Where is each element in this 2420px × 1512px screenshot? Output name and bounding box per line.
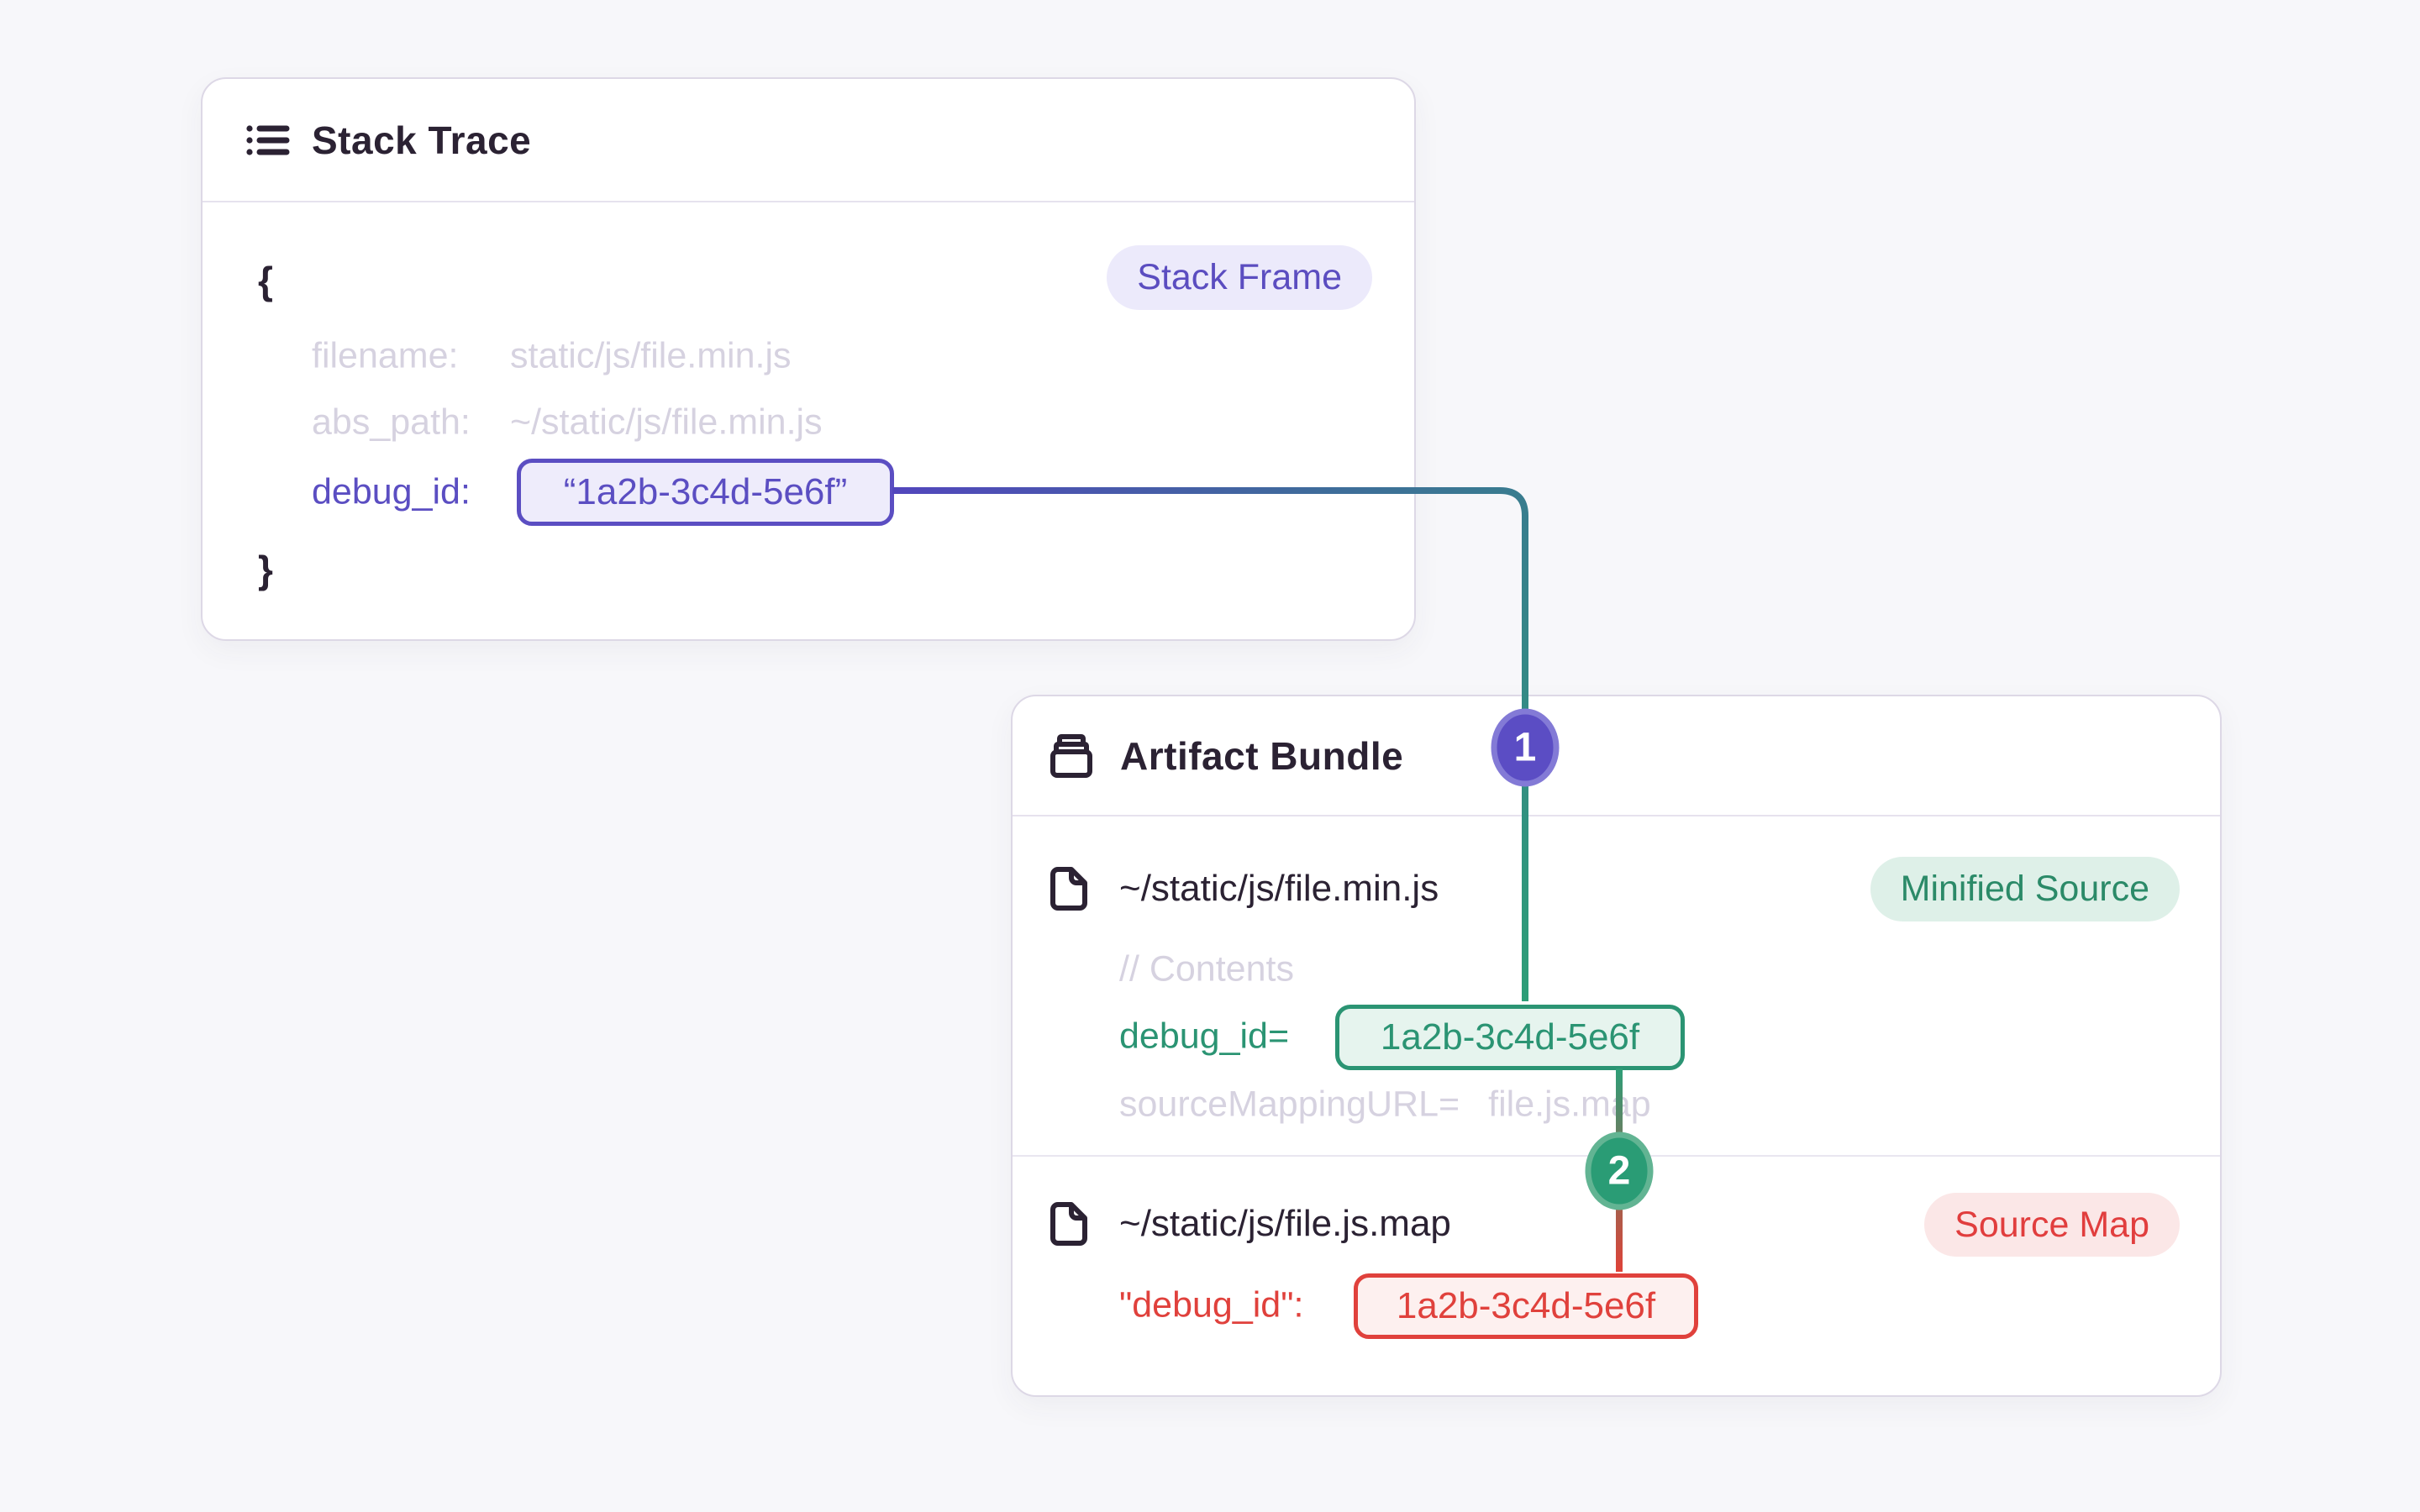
- file-path: ~/static/js/file.js.map: [1119, 1203, 1451, 1244]
- field-key: filename:: [312, 335, 459, 376]
- artifact-bundle-card: Artifact Bundle ~/static/js/file.min.js …: [1011, 695, 2222, 1397]
- minified-source-badge: Minified Source: [1870, 857, 2180, 921]
- source-map-badge: Source Map: [1924, 1193, 2180, 1257]
- stack-trace-card: Stack Trace { filename: static/js/file.m…: [201, 77, 1416, 641]
- field-value: ~/static/js/file.min.js: [510, 402, 823, 443]
- file-row-min-js: ~/static/js/file.min.js: [1050, 866, 1439, 911]
- open-brace: {: [258, 259, 273, 302]
- source-mapping-value: file.js.map: [1488, 1084, 1651, 1125]
- file-path: ~/static/js/file.min.js: [1119, 868, 1439, 909]
- artifact-bundle-header: Artifact Bundle: [1013, 696, 2220, 816]
- close-brace: }: [258, 548, 273, 591]
- list-icon: [246, 124, 290, 155]
- frame-field-debug-id: debug_id:: [312, 472, 510, 513]
- minified-debug-id-box: 1a2b-3c4d-5e6f: [1335, 1005, 1685, 1070]
- stack-frame-badge: Stack Frame: [1107, 245, 1372, 310]
- stack-trace-header: Stack Trace: [203, 79, 1414, 202]
- sourcemap-debug-id-key: "debug_id":: [1119, 1284, 1304, 1326]
- field-value: static/js/file.min.js: [510, 335, 792, 376]
- stack-trace-title: Stack Trace: [312, 118, 532, 162]
- frame-field-filename: filename: static/js/file.min.js: [312, 336, 792, 377]
- contents-comment: // Contents: [1119, 948, 1294, 990]
- sourcemap-debug-id-box: 1a2b-3c4d-5e6f: [1354, 1273, 1698, 1339]
- source-mapping-key: sourceMappingURL=: [1119, 1084, 1460, 1125]
- file-icon: [1050, 1202, 1087, 1246]
- artifact-bundle-title: Artifact Bundle: [1120, 733, 1404, 778]
- file-section-divider: [1013, 1155, 2220, 1157]
- field-key: debug_id:: [312, 471, 471, 512]
- file-row-js-map: ~/static/js/file.js.map: [1050, 1201, 1451, 1247]
- stack-trace-debug-id-box: “1a2b-3c4d-5e6f”: [517, 459, 894, 526]
- source-mapping-url-line: sourceMappingURL= file.js.map: [1119, 1084, 1651, 1126]
- file-icon: [1050, 867, 1087, 911]
- minified-debug-id-key: debug_id=: [1119, 1016, 1290, 1057]
- field-key: abs_path:: [312, 402, 471, 443]
- frame-field-abs-path: abs_path: ~/static/js/file.min.js: [312, 402, 823, 444]
- archive-bundle-icon: [1050, 733, 1092, 778]
